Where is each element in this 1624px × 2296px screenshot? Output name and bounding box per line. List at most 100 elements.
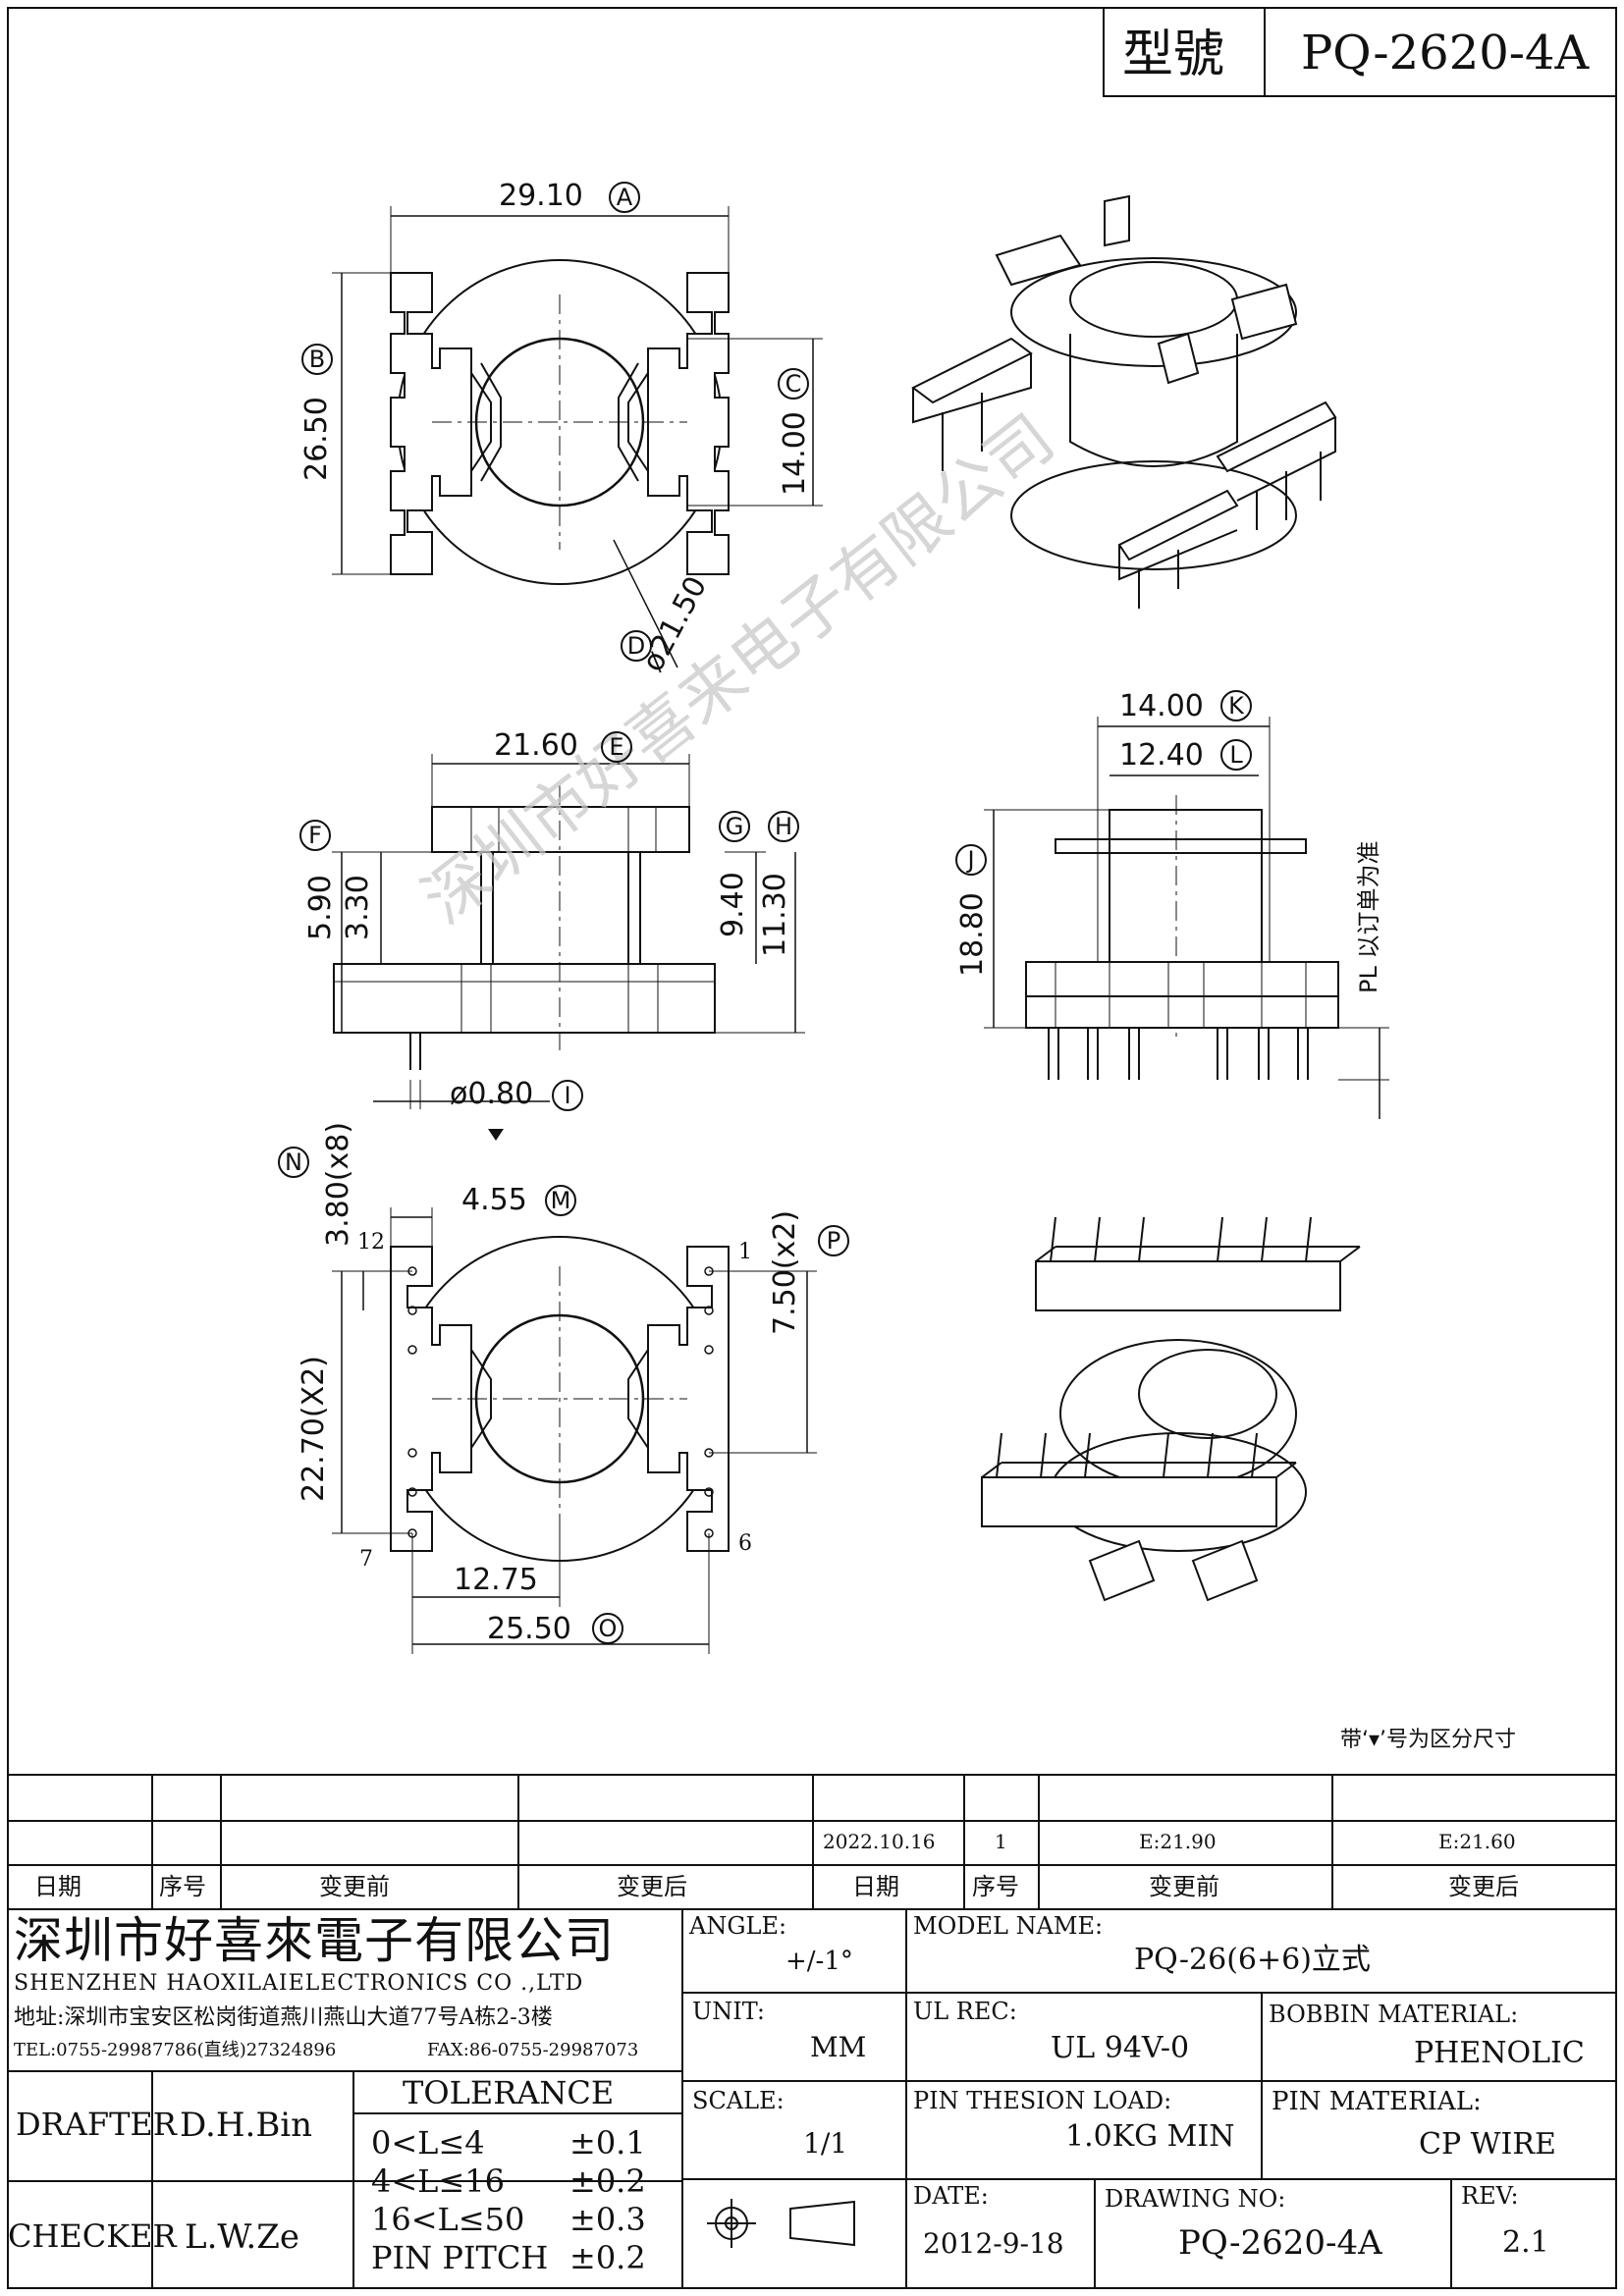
model-label: 型號 [1122, 26, 1225, 84]
company-address: 地址:深圳市宝安区松岗街道燕川燕山大道77号A栋2-3楼 [14, 2005, 553, 2030]
tolerance-range-1: 0<L≤4 [371, 2124, 485, 2162]
dim-r-label: 12.75 [454, 1563, 538, 1597]
dim-m-label: 4.55 [461, 1183, 527, 1217]
rev-header-seq-1: 序号 [159, 1873, 206, 1900]
unit-label: UNIT: [692, 1998, 765, 2025]
tolerance-range-2: 4<L≤16 [371, 2163, 505, 2200]
dim-f2-label: 3.30 [341, 875, 375, 940]
bottom-view [332, 1207, 817, 1654]
callout-d: D [621, 630, 652, 662]
dim-n-label: 3.80(x8) [321, 1121, 355, 1247]
dim-a-label: 29.10 [499, 179, 583, 213]
callout-i: I [552, 1080, 583, 1111]
rev-seq: 1 [995, 1830, 1007, 1853]
callout-p: P [818, 1225, 849, 1256]
dim-f-label: 5.90 [303, 875, 338, 940]
callout-b: B [301, 344, 333, 375]
dim-j-label: 18.80 [955, 892, 990, 977]
rev-header-after-2: 变更后 [1448, 1873, 1519, 1900]
tolerance-value-4: ±0.2 [569, 2239, 646, 2276]
pin-label-7: 7 [359, 1547, 373, 1572]
company-name-cn: 深圳市好喜來電子有限公司 [14, 1912, 615, 1969]
pin-label-6: 6 [738, 1531, 752, 1556]
rev-value: 2.1 [1502, 2225, 1549, 2260]
angle-label: ANGLE: [689, 1912, 787, 1940]
title-block-grid [8, 1774, 1616, 2288]
callout-a: A [609, 182, 640, 213]
rev-header-date-1: 日期 [34, 1873, 81, 1900]
scale-value: 1/1 [803, 2127, 848, 2160]
drawing-no-value: PQ-2620-4A [1178, 2223, 1382, 2263]
rev-header-before-2: 变更前 [1149, 1873, 1219, 1900]
tolerance-range-4: PIN PITCH [371, 2239, 549, 2276]
callout-g: G [719, 811, 750, 842]
callout-l: L [1220, 739, 1252, 771]
bobbin-value: PHENOLIC [1414, 2036, 1585, 2070]
iso-view-top [911, 194, 1337, 609]
iso-view-bottom [981, 1216, 1361, 1602]
dim-p-label: 7.50(x2) [768, 1209, 802, 1335]
side-view [984, 717, 1389, 1119]
scale-label: SCALE: [692, 2087, 785, 2114]
dim-q-label: 22.70(X2) [297, 1356, 331, 1502]
tolerance-title: TOLERANCE [403, 2074, 615, 2111]
pin-load-label: PIN THESION LOAD: [913, 2087, 1172, 2114]
tolerance-value-2: ±0.2 [569, 2163, 646, 2200]
model-name-value: PQ-26(6+6)立式 [1134, 1943, 1371, 1977]
callout-c: C [778, 368, 809, 400]
pin-material-value: CP WIRE [1419, 2127, 1556, 2162]
callout-f: F [299, 820, 331, 851]
tolerance-value-1: ±0.1 [569, 2124, 646, 2162]
company-tel: TEL:0755-29987786(直线)27324896 [14, 2040, 337, 2060]
pin-label-12: 12 [357, 1230, 385, 1255]
rev-header-date-2: 日期 [852, 1873, 899, 1900]
callout-m: M [545, 1185, 576, 1216]
tolerance-range-3: 16<L≤50 [371, 2201, 525, 2238]
callout-e: E [601, 731, 632, 763]
side-note: PL 以订单为准 [1355, 840, 1382, 993]
ul-value: UL 94V-0 [1051, 2031, 1190, 2065]
rev-date: 2022.10.16 [823, 1830, 936, 1853]
pin-load-value: 1.0KG MIN [1065, 2119, 1235, 2154]
tolerance-value-3: ±0.3 [569, 2201, 646, 2238]
sheet-border [7, 7, 1617, 2289]
rev-header-before-1: 变更前 [319, 1873, 390, 1900]
rev-header-seq-2: 序号 [972, 1873, 1019, 1900]
angle-value: +/-1° [785, 1947, 853, 1976]
checker-value: L.W.Ze [185, 2217, 299, 2257]
callout-n: N [278, 1147, 309, 1178]
date-label: DATE: [913, 2182, 989, 2210]
dim-c-label: 14.00 [778, 411, 812, 496]
top-view [332, 206, 823, 668]
model-value: PQ-2620-4A [1301, 26, 1590, 80]
company-name-en: SHENZHEN HAOXILAIELECTRONICS CO .,LTD [14, 1971, 584, 1996]
rev-after: E:21.60 [1438, 1830, 1516, 1853]
bobbin-label: BOBBIN MATERIAL: [1269, 2001, 1519, 2028]
dim-h-label: 11.30 [758, 873, 792, 957]
rev-header-after-1: 变更后 [617, 1873, 687, 1900]
mark-note: 带‘▾’号为区分尺寸 [1340, 1728, 1517, 1752]
model-name-label: MODEL NAME: [913, 1912, 1104, 1940]
callout-k: K [1220, 690, 1252, 721]
date-value: 2012-9-18 [923, 2227, 1064, 2260]
checker-label: CHECKER [8, 2217, 177, 2255]
rev-label: REV: [1461, 2182, 1519, 2210]
drawing-no-label: DRAWING NO: [1105, 2185, 1286, 2213]
drafter-value: D.H.Bin [180, 2106, 313, 2145]
dim-b-label: 26.50 [299, 397, 334, 481]
rev-before: E:21.90 [1139, 1830, 1217, 1853]
callout-j: J [955, 844, 987, 876]
dim-k-label: 14.00 [1119, 689, 1204, 723]
callout-o: O [592, 1613, 623, 1644]
drafter-label: DRAFTER [16, 2106, 177, 2143]
dim-i-label: ø0.80 [450, 1077, 534, 1111]
company-fax: FAX:86-0755-29987073 [427, 2040, 639, 2060]
unit-value: MM [810, 2031, 867, 2063]
dim-o-label: 25.50 [487, 1612, 571, 1646]
dim-l-label: 12.40 [1119, 738, 1204, 773]
dim-g-label: 9.40 [716, 872, 750, 937]
callout-h: H [768, 811, 799, 842]
ul-label: UL REC: [913, 1998, 1017, 2025]
pin-material-label: PIN MATERIAL: [1272, 2087, 1482, 2116]
